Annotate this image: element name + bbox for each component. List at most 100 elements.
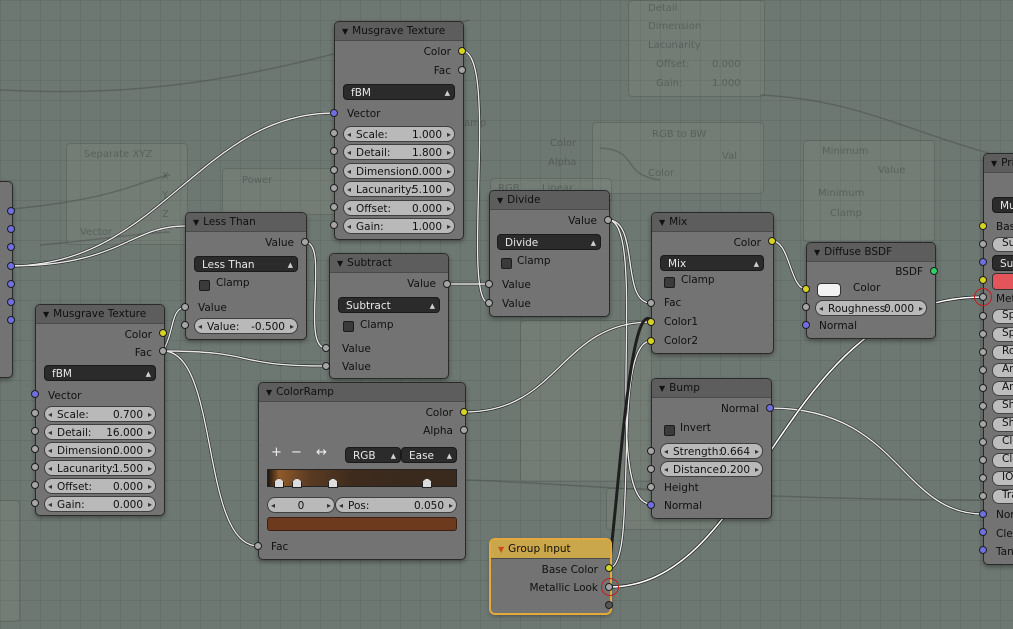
param-field[interactable] — [992, 381, 1013, 396]
socket-vector[interactable] — [7, 225, 15, 233]
socket-color-in[interactable] — [979, 222, 987, 230]
clamp-checkbox[interactable] — [501, 258, 512, 269]
field-dimension[interactable]: Dimension:0.000 — [343, 163, 455, 180]
node-group-input[interactable]: ▼Group Input Base Color Metallic Look — [490, 539, 611, 614]
collapse-icon[interactable]: ▼ — [814, 248, 821, 257]
field-detail[interactable]: Detail:1.800 — [343, 144, 455, 161]
socket-vector-in[interactable] — [979, 258, 987, 266]
socket-value-in[interactable] — [647, 465, 655, 473]
node-header[interactable]: ▼Musgrave Texture — [335, 22, 463, 41]
socket-value-in[interactable] — [979, 474, 987, 482]
node-less-than[interactable]: ▼Less Than Value Less Than▲ Clamp Value … — [185, 212, 307, 340]
socket-normal-in[interactable] — [979, 528, 987, 536]
socket-color-in[interactable] — [647, 337, 655, 345]
param-field[interactable] — [992, 435, 1013, 450]
socket-value-in[interactable] — [31, 463, 39, 471]
socket-color-out[interactable] — [458, 47, 466, 55]
socket-value-in[interactable] — [31, 445, 39, 453]
node-musgrave-texture-left[interactable]: ▼Musgrave Texture Color Fac fBM▲ Vector … — [35, 304, 165, 516]
field-strength[interactable]: Strength:0.664 — [660, 443, 763, 460]
socket-value-in[interactable] — [979, 420, 987, 428]
param-field[interactable] — [992, 417, 1013, 432]
color-stop-marker[interactable] — [274, 478, 284, 488]
node-header[interactable]: ▼Less Than — [186, 213, 306, 232]
color-swatch[interactable] — [817, 283, 841, 297]
socket-vector-in[interactable] — [31, 390, 39, 398]
color-stop-marker[interactable] — [422, 478, 432, 488]
socket-fac-in[interactable] — [647, 299, 655, 307]
field-offset[interactable]: Offset:0.000 — [44, 478, 156, 495]
param-field[interactable] — [992, 327, 1013, 342]
field-value[interactable]: Value:-0.500 — [194, 318, 298, 335]
socket-color-out[interactable] — [460, 408, 468, 416]
socket-value-in[interactable] — [979, 456, 987, 464]
node-header[interactable]: ▼Diffuse BSDF — [807, 243, 935, 262]
field-lacunarity[interactable]: Lacunarity:5.100 — [343, 181, 455, 198]
subsurface-color-swatch[interactable] — [992, 273, 1013, 290]
socket-value-in[interactable] — [979, 348, 987, 356]
math-operation-dropdown[interactable]: Subtract▲ — [338, 297, 440, 313]
socket-fac-in[interactable] — [254, 542, 262, 550]
math-operation-dropdown[interactable]: Less Than▲ — [194, 256, 298, 272]
musgrave-type-dropdown[interactable]: fBM▲ — [44, 365, 156, 381]
socket-value-in[interactable] — [330, 147, 338, 155]
socket-value-out[interactable] — [301, 238, 309, 246]
node-header[interactable]: ▼Mix — [652, 213, 773, 232]
socket-value-in[interactable] — [979, 438, 987, 446]
socket-value-in[interactable] — [31, 481, 39, 489]
node-subtract[interactable]: ▼Subtract Value Subtract▲ Clamp Value Va… — [329, 253, 449, 379]
node-diffuse-bsdf[interactable]: ▼Diffuse BSDF BSDF Color Roughness:0.000… — [806, 242, 936, 339]
node-header[interactable]: ▼Divide — [490, 191, 609, 210]
musgrave-type-dropdown[interactable]: fBM▲ — [343, 84, 455, 100]
math-operation-dropdown[interactable]: Divide▲ — [497, 234, 601, 250]
socket-value-in[interactable] — [979, 330, 987, 338]
color-ramp-bar[interactable] — [267, 469, 457, 487]
param-field[interactable] — [992, 309, 1013, 324]
socket-value-in[interactable] — [181, 321, 189, 329]
param-field[interactable] — [992, 471, 1013, 486]
socket-value-in[interactable] — [31, 427, 39, 435]
socket-value-out[interactable] — [604, 216, 612, 224]
clamp-checkbox[interactable] — [343, 321, 354, 332]
socket-normal-out[interactable] — [766, 404, 774, 412]
socket-normal-in[interactable] — [647, 501, 655, 509]
color-stop-marker[interactable] — [292, 478, 302, 488]
collapse-icon[interactable]: ▼ — [193, 218, 200, 227]
clamp-checkbox[interactable] — [664, 277, 675, 288]
socket-color-out[interactable] — [159, 329, 167, 337]
socket-value-in[interactable] — [330, 166, 338, 174]
socket-color-in[interactable] — [979, 276, 987, 284]
socket-value-in[interactable] — [979, 240, 987, 248]
socket-value-in[interactable] — [31, 499, 39, 507]
param-field[interactable] — [992, 363, 1013, 378]
socket-value-in[interactable] — [330, 203, 338, 211]
socket-value-in[interactable] — [979, 492, 987, 500]
socket-vector[interactable] — [7, 316, 15, 324]
node-principled-bsdf[interactable]: ▼Pri Mul Bas Su Sub Metal Sp Sp Ro An An… — [983, 153, 1013, 565]
node-bump[interactable]: ▼Bump Normal Invert Strength:0.664 Dista… — [651, 378, 772, 519]
collapse-icon[interactable]: ▼ — [497, 196, 504, 205]
socket-shader-out[interactable] — [930, 267, 938, 275]
socket-color-in[interactable] — [802, 285, 810, 293]
socket-vector[interactable] — [7, 243, 15, 251]
socket-value-in[interactable] — [979, 402, 987, 410]
socket-color-out[interactable] — [768, 237, 776, 245]
interpolation-dropdown[interactable]: Ease▲ — [401, 447, 457, 463]
socket-vector[interactable] — [7, 280, 15, 288]
field-gain[interactable]: Gain:1.000 — [343, 218, 455, 235]
socket-value-in[interactable] — [322, 362, 330, 370]
socket-vector[interactable] — [7, 262, 15, 270]
subsurface-method-dropdown[interactable]: Sub — [992, 255, 1013, 271]
color-stop-marker[interactable] — [328, 478, 338, 488]
field-detail[interactable]: Detail:16.000 — [44, 424, 156, 441]
socket-value-in[interactable] — [979, 384, 987, 392]
param-field[interactable] — [992, 489, 1013, 504]
node-header[interactable]: ▼Bump — [652, 379, 771, 398]
collapse-icon[interactable]: ▼ — [43, 310, 50, 319]
socket-tangent-in[interactable] — [979, 546, 987, 554]
stop-color-swatch[interactable] — [267, 517, 457, 531]
socket-value-in[interactable] — [647, 447, 655, 455]
field-dimension[interactable]: Dimension:0.000 — [44, 442, 156, 459]
collapse-icon[interactable]: ▼ — [342, 27, 349, 36]
